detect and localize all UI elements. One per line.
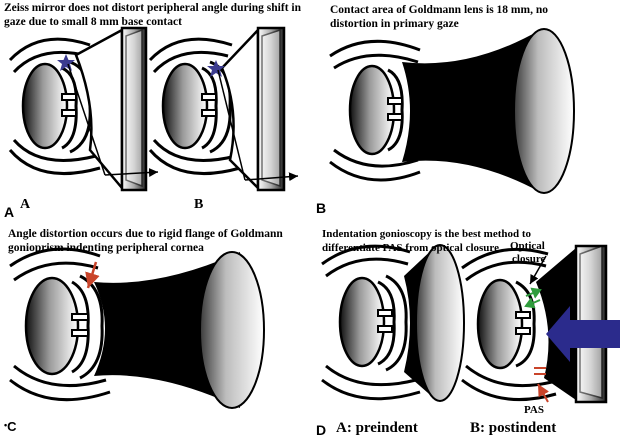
panel-c-caption-line2: gonioprism indenting peripheral cornea bbox=[8, 242, 204, 254]
panel-b-eye bbox=[329, 39, 421, 182]
panel-a-ray-arrow-1 bbox=[67, 63, 106, 176]
pas-pointer-arrow bbox=[537, 383, 550, 403]
preindent-label: A: preindent bbox=[336, 420, 418, 436]
green-arrow-icon bbox=[524, 297, 541, 309]
panel-b-goldmann-lens bbox=[402, 28, 575, 194]
optical-closure-label-2: closure bbox=[512, 253, 546, 265]
panel-a-caption-line1: Zeiss mirror does not distort peripheral… bbox=[4, 2, 301, 14]
panel-a-letter: A bbox=[4, 204, 15, 220]
green-arrow-icon bbox=[525, 287, 542, 299]
panel-a-caption-line2: gaze due to small 8 mm base contact bbox=[4, 16, 182, 28]
panel-d-lens-preindent bbox=[404, 244, 465, 402]
panel-c-letter: •C bbox=[4, 419, 17, 434]
star-icon bbox=[57, 54, 75, 71]
panel-a-eye-2 bbox=[148, 37, 241, 175]
panel-a-ray-arrow-3 bbox=[217, 69, 246, 181]
panel-a-zeiss-mirror-2 bbox=[220, 26, 286, 192]
panel-a-sub-a: A bbox=[20, 197, 31, 212]
panel-d-letter: D bbox=[316, 422, 327, 438]
panel-d-caption-line1: Indentation gonioscopy is the best metho… bbox=[322, 228, 532, 240]
blue-arrow-icon bbox=[546, 306, 620, 362]
panel-d-eye-preindent bbox=[321, 244, 421, 401]
optical-closure-label-1: Optical bbox=[510, 240, 545, 252]
panel-c-caption-line1: Angle distortion occurs due to rigid fla… bbox=[8, 228, 283, 240]
panel-a-zeiss-mirror-1 bbox=[74, 26, 148, 192]
panel-d-eye-postindent bbox=[461, 247, 557, 402]
panel-d-caption-line2: differentiate PAS from optical closure bbox=[322, 242, 499, 254]
panel-b-caption-line2: distortion in primary gaze bbox=[330, 18, 459, 30]
star-icon bbox=[207, 60, 225, 77]
panel-a-sub-b: B bbox=[194, 197, 204, 212]
panel-c-goldmann-lens bbox=[94, 251, 265, 409]
panel-c-eye bbox=[9, 247, 111, 402]
panel-a-ray-arrow-2 bbox=[104, 168, 159, 178]
panel-b-letter: B bbox=[316, 200, 327, 216]
red-arrow-icon bbox=[85, 261, 100, 289]
postindent-label: B: postindent bbox=[470, 420, 557, 436]
panel-b-caption-line1: Contact area of Goldmann lens is 18 mm, … bbox=[330, 4, 548, 16]
pas-label: PAS bbox=[524, 404, 544, 416]
panel-a-ray-arrow-4 bbox=[244, 172, 299, 182]
optical-closure-pointer bbox=[529, 255, 547, 285]
